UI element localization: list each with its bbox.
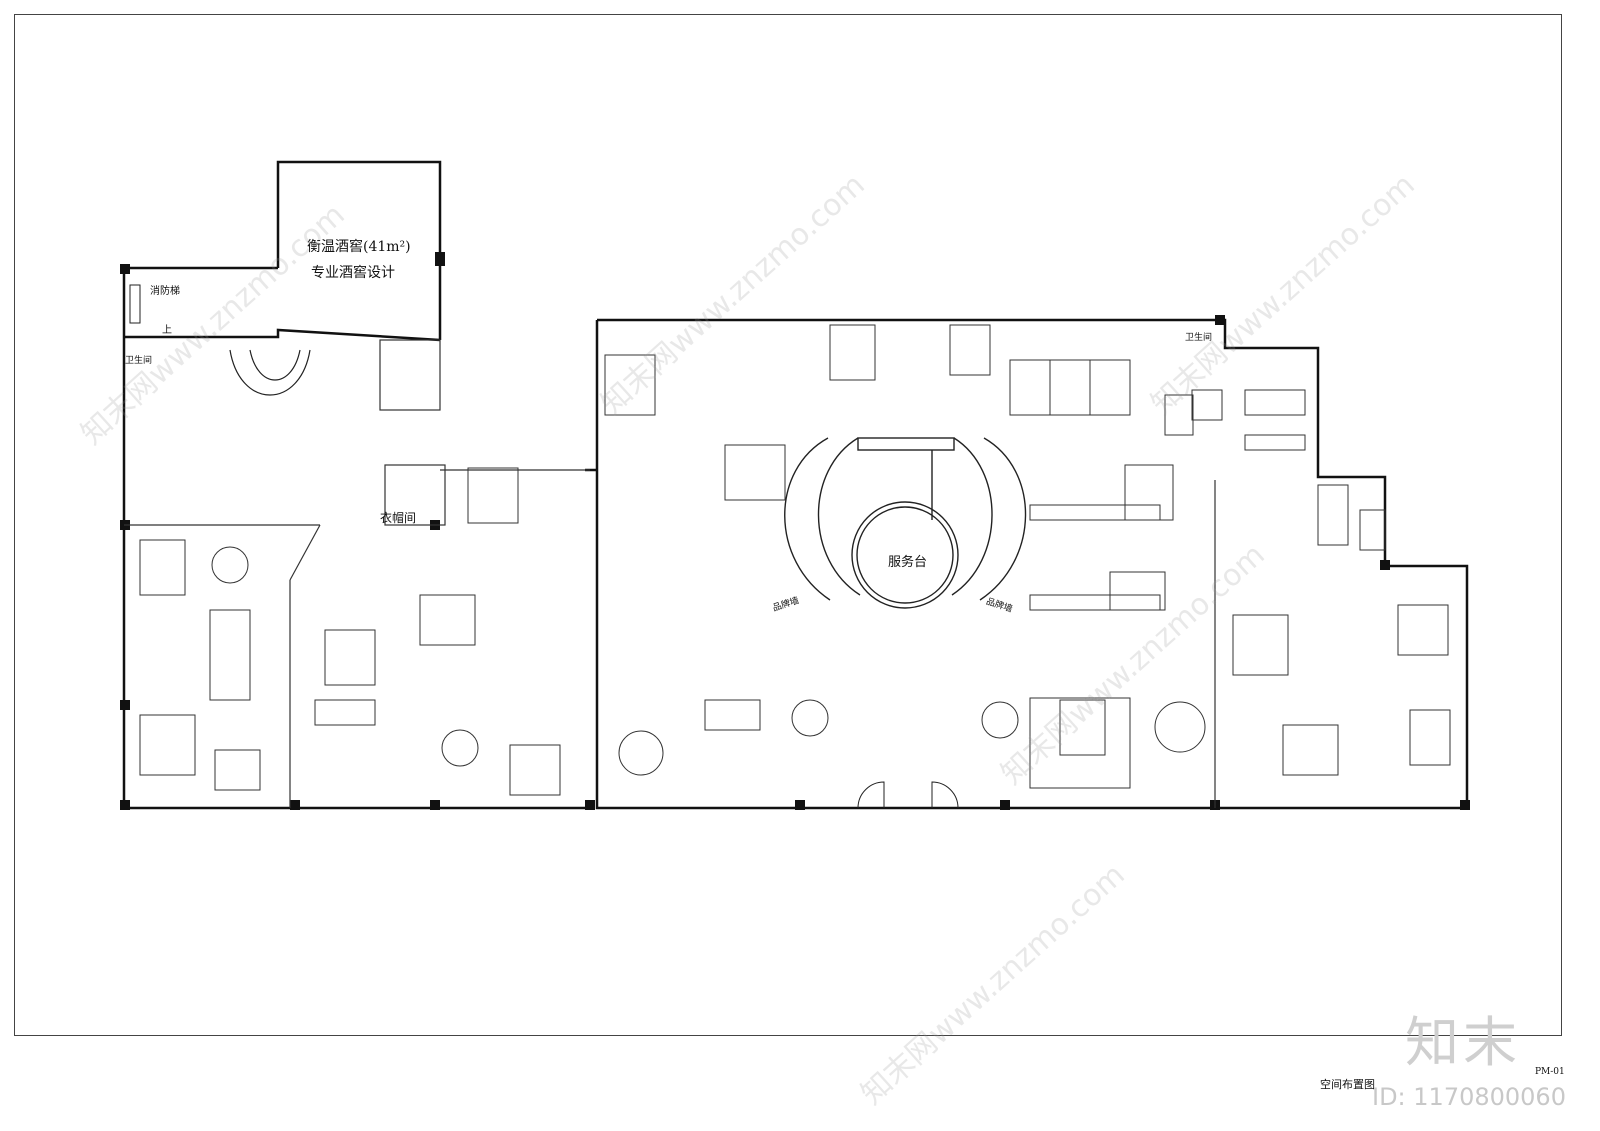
fire-stairs-label: 消防梯: [150, 286, 180, 297]
drawing-frame: [14, 14, 1562, 1036]
wine-cellar-subtitle: 专业酒窖设计: [311, 265, 395, 281]
round-tables: [211, 546, 1206, 776]
columns: [120, 252, 1470, 810]
watermark-id: ID: 1170800060: [1372, 1083, 1566, 1111]
wine-cellar-title: 衡温酒窖(41m²): [307, 239, 411, 255]
service-desk-label: 服务台: [888, 555, 928, 570]
service-desk-area: [784, 437, 1027, 609]
restroom-right-label: 卫生间: [1185, 333, 1213, 343]
furniture: [139, 324, 1451, 796]
restroom-left-label: 卫生间: [125, 356, 153, 366]
partitions: [124, 339, 1216, 808]
sheet-name: 空间布置图: [1320, 1078, 1375, 1091]
outer-walls: [122, 160, 1469, 810]
spiral-stair: [229, 349, 311, 396]
closet-label: 衣帽间: [380, 511, 417, 525]
up-label: 上: [162, 325, 172, 336]
sheet-number: PM-01: [1535, 1067, 1565, 1077]
watermark-logo: 知末: [1405, 1011, 1521, 1074]
entrance-doors: [129, 284, 959, 809]
